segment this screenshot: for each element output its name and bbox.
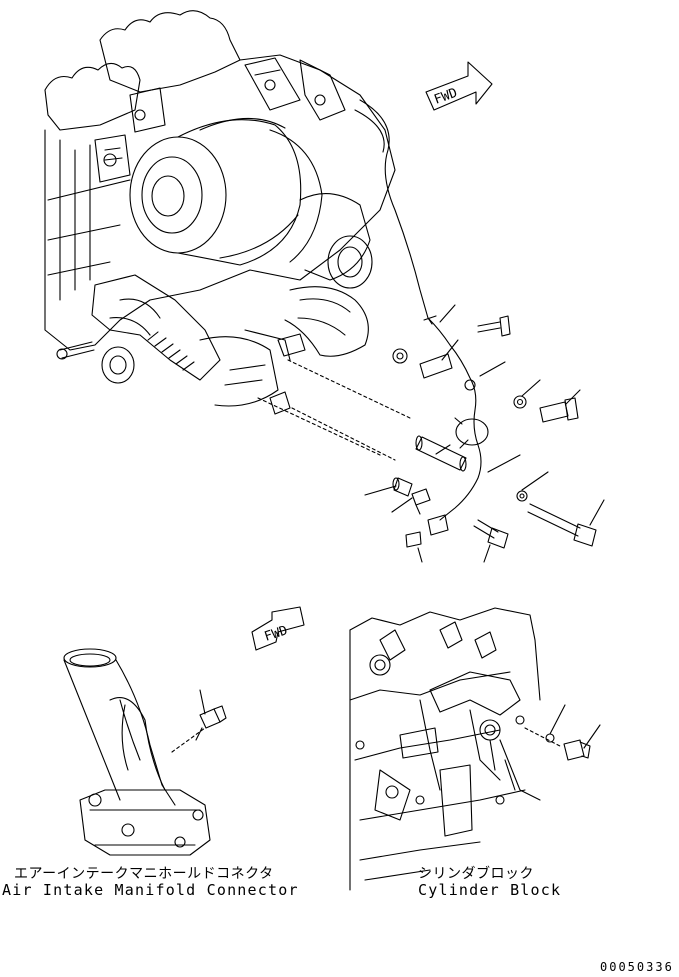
- block-caption-en: Cylinder Block: [418, 881, 562, 899]
- fwd-label-lower: FWD: [263, 623, 290, 645]
- figure-number: 00050336: [600, 960, 674, 974]
- engine-assembly: [44, 10, 437, 415]
- intake-caption-jp: エアーインテークマニホールドコネクタ: [14, 866, 274, 882]
- fwd-arrow-top: FWD: [425, 61, 493, 111]
- block-caption-jp: シリンダブロック: [418, 866, 534, 882]
- cylinder-block-drawing: [349, 607, 601, 891]
- exploded-parts: [257, 304, 605, 563]
- fwd-label-top: FWD: [432, 86, 459, 108]
- air-intake-connector-drawing: [63, 648, 227, 856]
- fwd-arrow-lower: FWD: [251, 606, 305, 651]
- intake-caption-en: Air Intake Manifold Connector: [2, 881, 299, 899]
